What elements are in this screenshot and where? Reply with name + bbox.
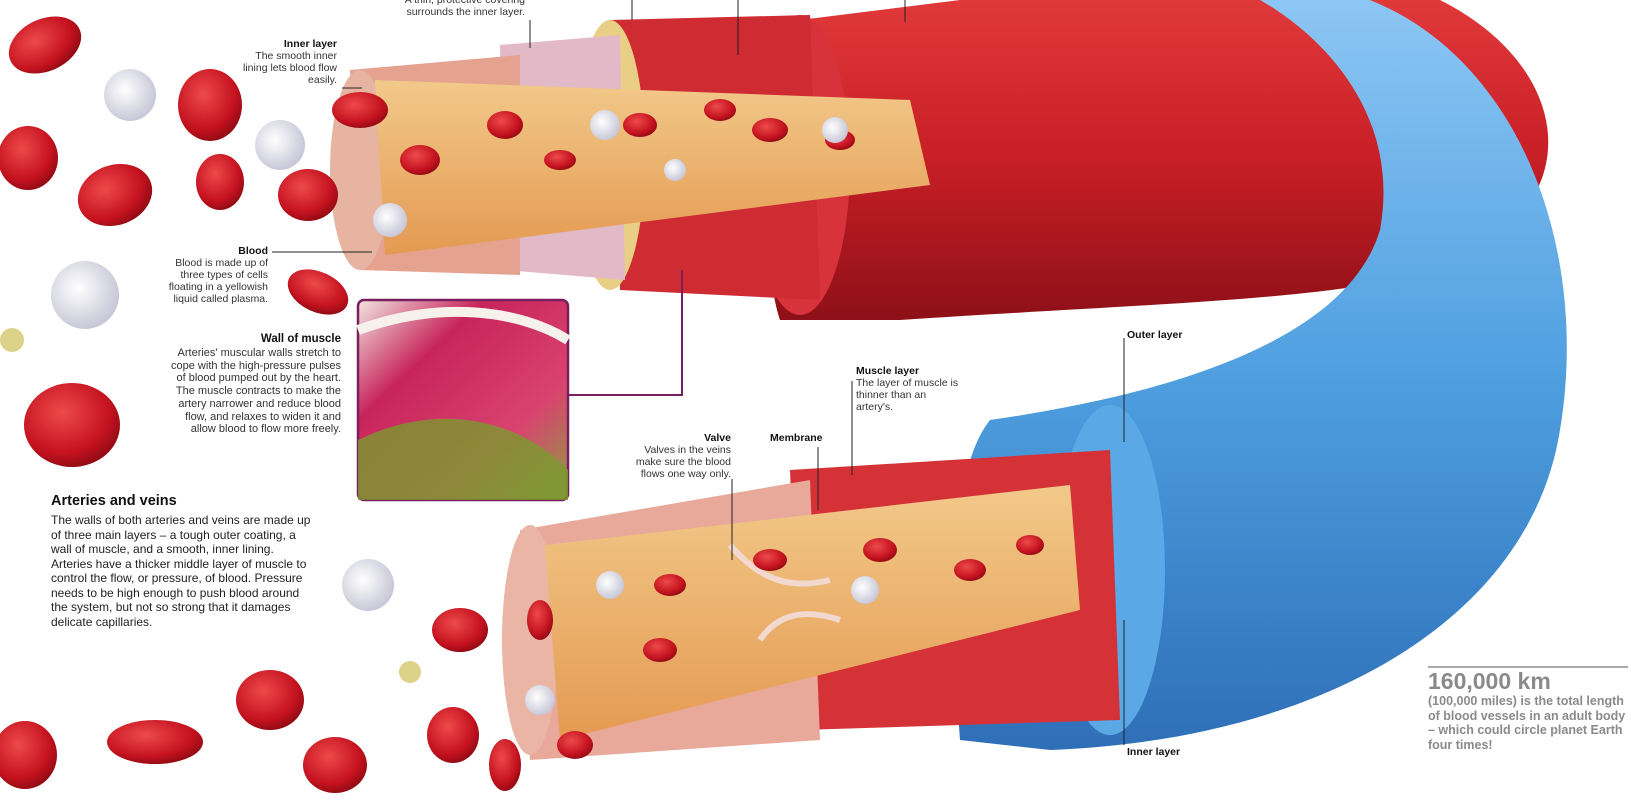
- inner-layer-desc: The smooth inner lining lets blood flow …: [243, 50, 337, 86]
- membrane-label: Membrane: [770, 432, 850, 444]
- inner-layer-label: Inner layer The smooth inner lining lets…: [232, 38, 337, 86]
- blood-cells-artery: [373, 99, 855, 237]
- valve-desc: Valves in the veins make sure the blood …: [635, 444, 731, 480]
- floating-blood-cells: [0, 16, 521, 793]
- valve-label: Valve Valves in the veins make sure the …: [625, 432, 731, 480]
- muscle-layer-desc: The layer of muscle is thinner than an a…: [856, 377, 959, 413]
- blood-cells-vein: [525, 535, 1044, 759]
- section-title: Arteries and veins: [51, 493, 177, 509]
- outer-coating-label: A thin, protective covering surrounds th…: [400, 0, 525, 18]
- stat-text: (100,000 miles) is the total length of b…: [1428, 694, 1626, 752]
- stat-number: 160,000 km: [1428, 668, 1551, 694]
- muscle-layer-label: Muscle layer The layer of muscle is thin…: [856, 365, 961, 413]
- blood-desc: Blood is made up of three types of cells…: [168, 257, 268, 305]
- wall-of-muscle-title: Wall of muscle: [260, 333, 341, 345]
- vein-tube: [502, 0, 1567, 760]
- outer-coating-desc: A thin, protective covering surrounds th…: [404, 0, 525, 18]
- leader-lines: [272, 0, 1125, 745]
- wall-of-muscle-desc: Arteries' muscular walls stretch to cope…: [171, 347, 341, 436]
- blood-title: Blood: [238, 245, 268, 257]
- outer-layer-title: Outer layer: [1127, 329, 1183, 341]
- blood-label: Blood Blood is made up of three types of…: [150, 245, 268, 305]
- membrane-title: Membrane: [770, 432, 823, 444]
- inner-layer-title: Inner layer: [283, 38, 337, 50]
- valve-title: Valve: [704, 432, 731, 444]
- vein-inner-layer-label: Inner layer: [1127, 746, 1227, 758]
- muscle-layer-title: Muscle layer: [856, 365, 920, 377]
- stat-box: 160,000 km (100,000 miles) is the total …: [1428, 668, 1628, 752]
- muscle-inset: [356, 270, 683, 502]
- outer-layer-label: Outer layer: [1127, 329, 1247, 341]
- section-body: The walls of both arteries and veins are…: [51, 513, 311, 629]
- stat-rule: [1428, 666, 1628, 668]
- vein-inner-layer-title: Inner layer: [1127, 746, 1181, 758]
